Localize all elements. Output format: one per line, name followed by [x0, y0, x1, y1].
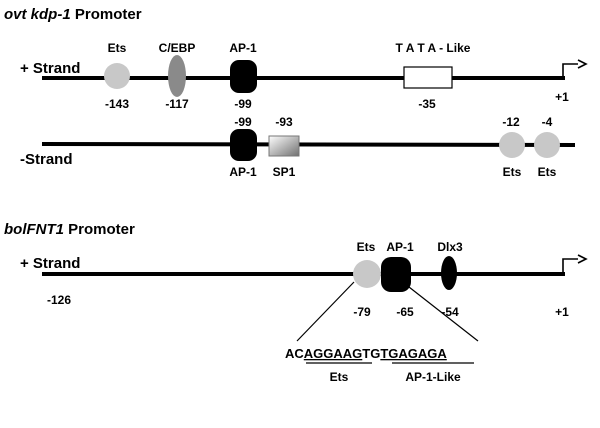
- p1-plus-cebp-site: [168, 55, 186, 97]
- promoter2-plus-strand-label: + Strand: [20, 255, 80, 272]
- p2-zoom-line-left: [296, 281, 355, 342]
- p2-sequence-ets-label: Ets: [330, 370, 349, 384]
- p1-minus-ets2-site: [534, 132, 560, 158]
- p2-dlx3-label: Dlx3: [437, 240, 463, 254]
- p1-plus-cebp-pos: -117: [165, 97, 189, 111]
- p2-end-label: +1: [555, 305, 569, 319]
- p1-plus-ap1-site: [230, 60, 257, 93]
- p2-ets-label: Ets: [357, 240, 376, 254]
- p1-minus-ap1-label: AP-1: [229, 165, 257, 179]
- p1-minus-ap1-pos: -99: [234, 115, 252, 129]
- p1-plus-cebp-label: C/EBP: [159, 41, 196, 55]
- p1-plus-ap1-label: AP-1: [229, 41, 257, 55]
- promoter1-tss-arrowhead: [577, 59, 588, 69]
- promoter2-tss-arrowhead: [577, 254, 588, 264]
- p2-start-pos: -126: [47, 293, 71, 307]
- p1-plus-ets-pos: -143: [105, 97, 129, 111]
- p1-plus-tata-box: [403, 66, 453, 89]
- p1-minus-sp1-label: SP1: [273, 165, 296, 179]
- p1-minus-ap1-site: [230, 129, 257, 161]
- p1-plus-tata-pos: -35: [418, 97, 436, 111]
- p2-zoom-line-right: [408, 286, 479, 342]
- p2-ap1-label: AP-1: [386, 240, 414, 254]
- p1-minus-sp1-box: [268, 135, 300, 157]
- p1-plus-tata-label: T A T A - Like: [396, 41, 471, 55]
- promoter1-plus-strand-label: + Strand: [20, 60, 80, 77]
- promoter2-tss-arrow: [562, 258, 578, 274]
- p2-sequence-ap1-label: AP-1-Like: [405, 370, 461, 384]
- promoter1-minus-strand-line: [41, 142, 576, 147]
- promoter1-title: ovt kdp-1 Promoter: [4, 6, 142, 23]
- p2-ets-site: [353, 260, 381, 288]
- p1-minus-ets1-pos: -12: [502, 115, 520, 129]
- p1-minus-ets1-label: Ets: [503, 165, 522, 179]
- p1-minus-ets1-site: [499, 132, 525, 158]
- p2-ap1-pos: -65: [396, 305, 414, 319]
- p1-plus-ap1-pos: -99: [234, 97, 252, 111]
- p1-minus-sp1-pos: -93: [275, 115, 293, 129]
- p1-plus-ets-site: [104, 63, 130, 89]
- p2-sequence: ACAGGAAGTGTGAGAGA: [285, 346, 447, 361]
- promoter2-title: bolFNT1 Promoter: [4, 221, 135, 238]
- promoter1-minus-strand-label: -Strand: [20, 151, 73, 168]
- p2-ets-pos: -79: [353, 305, 371, 319]
- p1-plus-end-label: +1: [555, 90, 569, 104]
- promoter1-tss-arrow: [562, 63, 578, 78]
- p1-plus-ets-label: Ets: [108, 41, 127, 55]
- p2-dlx3-pos: -54: [441, 305, 459, 319]
- p1-minus-ets2-label: Ets: [538, 165, 557, 179]
- p1-minus-ets2-pos: -4: [542, 115, 553, 129]
- p2-dlx3-site: [441, 256, 457, 290]
- p2-ap1-site: [381, 257, 411, 292]
